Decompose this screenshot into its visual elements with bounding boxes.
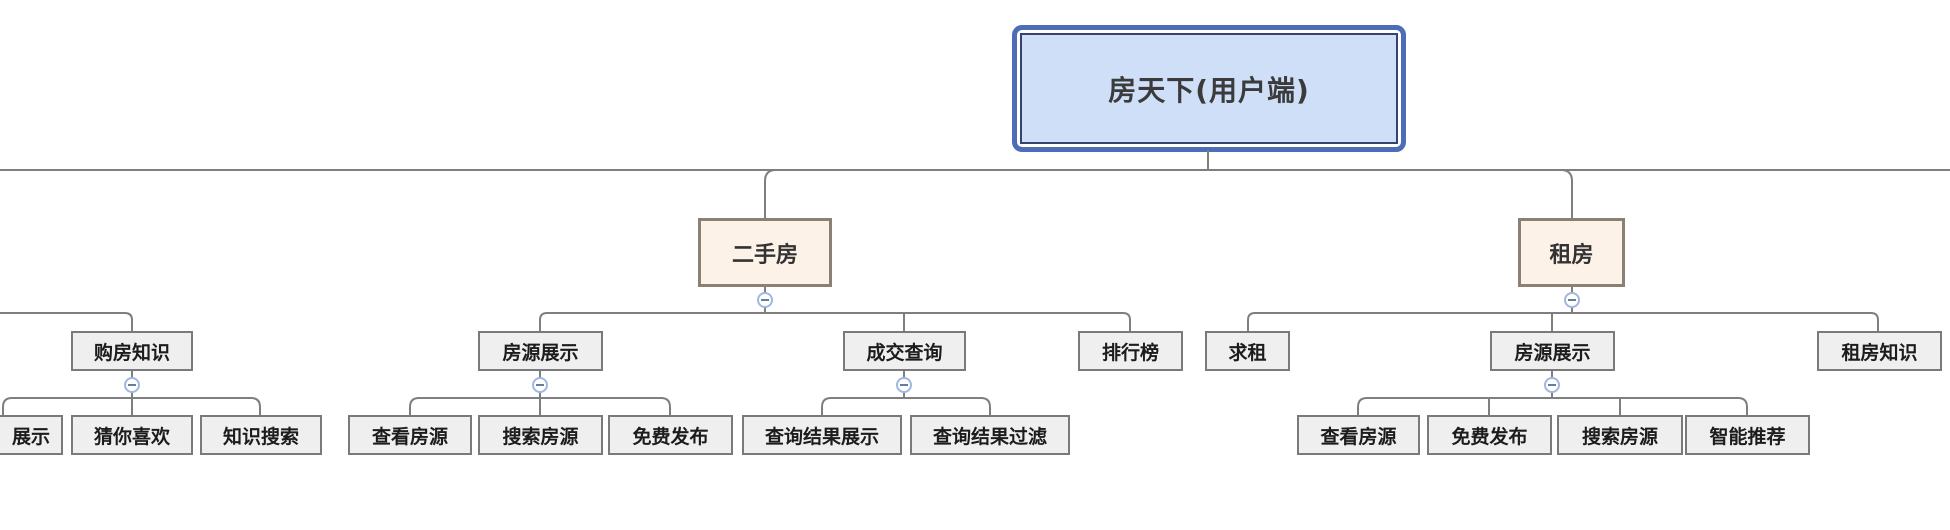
node-view-listings-rent[interactable]: 查看房源 — [1297, 415, 1420, 455]
connector-bracket-listing-second-hand — [409, 397, 671, 415]
node-ranking[interactable]: 排行榜 — [1078, 331, 1183, 371]
collapse-icon-deal-query[interactable] — [896, 377, 912, 393]
connector-elbow-second-hand — [764, 169, 777, 218]
connector-elbow-rent — [1560, 169, 1573, 218]
connector-bracket-purchase-knowledge — [2, 397, 261, 415]
connector-bracket-deal-query — [821, 397, 991, 415]
node-seek-rent[interactable]: 求租 — [1205, 331, 1290, 371]
node-guess-you-like[interactable]: 猜你喜欢 — [71, 415, 193, 455]
minus-glyph — [900, 384, 908, 386]
node-free-publish-rent[interactable]: 免费发布 — [1427, 415, 1552, 455]
connector-bracket-offscreen-parent — [0, 312, 133, 331]
node-smart-recommend[interactable]: 智能推荐 — [1685, 415, 1810, 455]
minus-glyph — [536, 384, 544, 386]
connector-bracket-listing-rent — [1357, 397, 1748, 415]
node-view-listings-second-hand[interactable]: 查看房源 — [348, 415, 472, 455]
node-knowledge-display-clipped[interactable]: 展示 — [0, 415, 63, 455]
collapse-icon-purchase-knowledge[interactable] — [124, 377, 140, 393]
minus-glyph — [1568, 299, 1576, 301]
collapse-icon-second-hand[interactable] — [757, 292, 773, 308]
branch-rent[interactable]: 租房 — [1518, 218, 1625, 287]
node-query-result-filter[interactable]: 查询结果过滤 — [910, 415, 1070, 455]
node-search-listings-rent[interactable]: 搜索房源 — [1557, 415, 1683, 455]
minus-glyph — [761, 299, 769, 301]
minus-glyph — [1548, 384, 1556, 386]
connector-bracket-second-hand — [539, 312, 1131, 331]
node-search-listings-second-hand[interactable]: 搜索房源 — [478, 415, 603, 455]
branch-second-hand[interactable]: 二手房 — [698, 218, 832, 287]
node-deal-query[interactable]: 成交查询 — [843, 331, 966, 371]
node-listing-display-second-hand[interactable]: 房源展示 — [478, 331, 603, 371]
root-node-label: 房天下(用户端) — [1020, 33, 1398, 144]
connector-bracket-rent — [1247, 312, 1879, 331]
node-listing-display-rent[interactable]: 房源展示 — [1490, 331, 1615, 371]
node-knowledge-search[interactable]: 知识搜索 — [200, 415, 322, 455]
root-node[interactable]: 房天下(用户端) — [1012, 25, 1406, 152]
minus-glyph — [128, 384, 136, 386]
node-purchase-knowledge[interactable]: 购房知识 — [71, 331, 193, 371]
collapse-icon-rent[interactable] — [1564, 292, 1580, 308]
collapse-icon-listing-rent[interactable] — [1544, 377, 1560, 393]
node-free-publish-second-hand[interactable]: 免费发布 — [608, 415, 733, 455]
node-query-result-display[interactable]: 查询结果展示 — [742, 415, 902, 455]
collapse-icon-listing-second-hand[interactable] — [532, 377, 548, 393]
node-rent-knowledge[interactable]: 租房知识 — [1817, 331, 1942, 371]
